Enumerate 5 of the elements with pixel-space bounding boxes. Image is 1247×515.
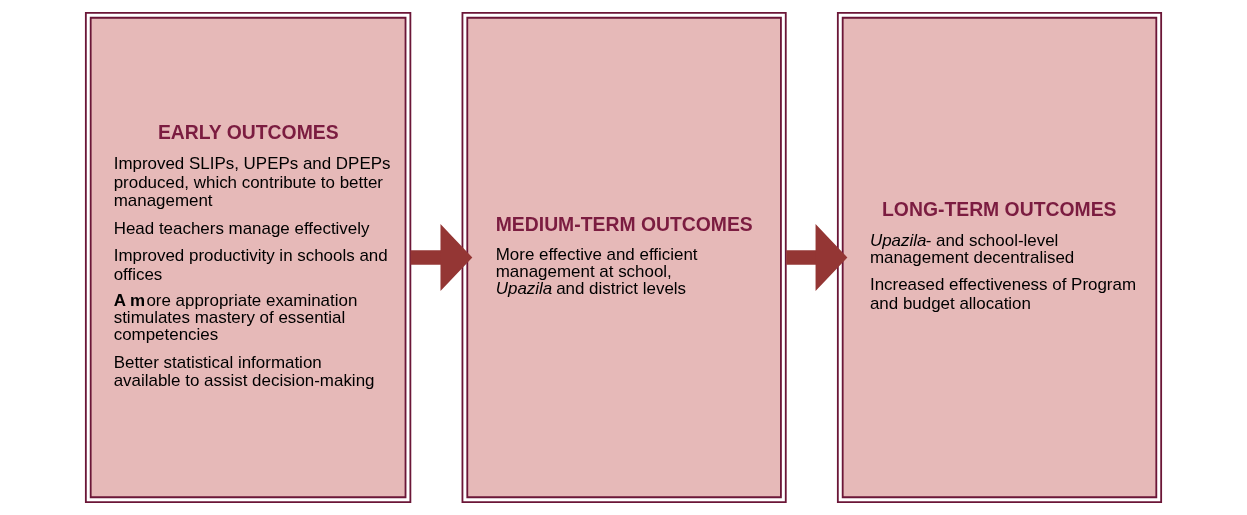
node-box: EARLY OUTCOMES Improved SLIPs, UPEPs and DPEPs produced, which contribute to better management Head teachers manage effectively Improved productivity in schools and offices A more appropriate examination stimulates mastery of essential competencies Better statistical information available to assist decision-making [84, 12, 412, 504]
arrow [786, 224, 848, 291]
node-box: LONG-TERM OUTCOMES Upazila- and school-level management decentralised Increased effectiveness of Program and budget allocation [836, 12, 1163, 504]
node-box: MEDIUM-TERM OUTCOMES More effective and efficient management at school, Upazila and district levels [461, 12, 787, 504]
arrow [410, 224, 473, 291]
